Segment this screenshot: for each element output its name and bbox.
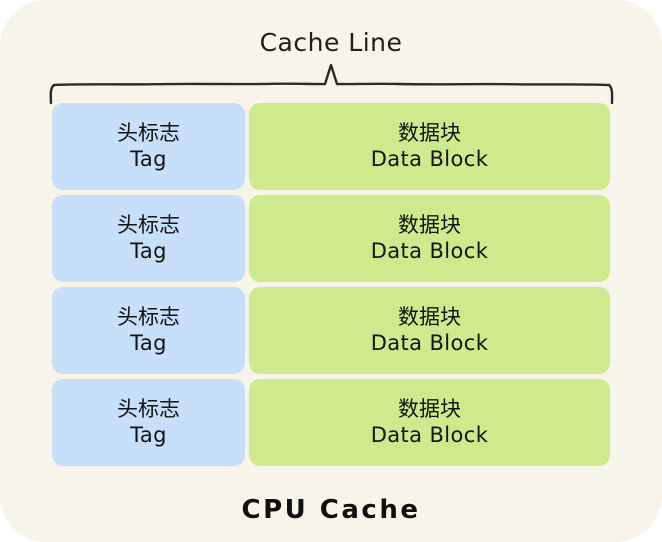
data-block-label-en: Data Block bbox=[370, 331, 489, 355]
tag-label-en: Tag bbox=[130, 331, 167, 355]
data-block-label-cn: 数据块 bbox=[398, 397, 461, 421]
tag-cell: 头标志 Tag bbox=[52, 103, 245, 190]
tag-label-cn: 头标志 bbox=[117, 213, 180, 237]
cache-line-row: 头标志 Tag 数据块 Data Block bbox=[52, 103, 610, 190]
cpu-cache-label: CPU Cache bbox=[241, 495, 421, 525]
brace-icon bbox=[49, 63, 614, 104]
tag-label-cn: 头标志 bbox=[117, 121, 180, 145]
cache-line-row: 头标志 Tag 数据块 Data Block bbox=[52, 379, 610, 466]
data-block-label-en: Data Block bbox=[370, 147, 489, 171]
tag-cell: 头标志 Tag bbox=[52, 287, 245, 374]
tag-label-en: Tag bbox=[130, 423, 167, 447]
cache-line-row: 头标志 Tag 数据块 Data Block bbox=[52, 195, 610, 282]
data-block-cell: 数据块 Data Block bbox=[249, 195, 610, 282]
data-block-label-en: Data Block bbox=[370, 239, 489, 263]
data-block-label-cn: 数据块 bbox=[398, 305, 461, 329]
cache-line-rows: 头标志 Tag 数据块 Data Block 头标志 Tag 数据块 Data … bbox=[52, 103, 610, 467]
tag-label-en: Tag bbox=[130, 147, 167, 171]
tag-cell: 头标志 Tag bbox=[52, 379, 245, 466]
cache-line-brace bbox=[44, 60, 618, 104]
cache-line-title: Cache Line bbox=[259, 28, 403, 57]
data-block-label-cn: 数据块 bbox=[398, 121, 461, 145]
data-block-cell: 数据块 Data Block bbox=[249, 103, 610, 190]
cache-line-row: 头标志 Tag 数据块 Data Block bbox=[52, 287, 610, 374]
data-block-label-en: Data Block bbox=[370, 423, 489, 447]
tag-label-cn: 头标志 bbox=[117, 305, 180, 329]
data-block-cell: 数据块 Data Block bbox=[249, 287, 610, 374]
tag-cell: 头标志 Tag bbox=[52, 195, 245, 282]
tag-label-en: Tag bbox=[130, 239, 167, 263]
data-block-label-cn: 数据块 bbox=[398, 213, 461, 237]
data-block-cell: 数据块 Data Block bbox=[249, 379, 610, 466]
tag-label-cn: 头标志 bbox=[117, 397, 180, 421]
